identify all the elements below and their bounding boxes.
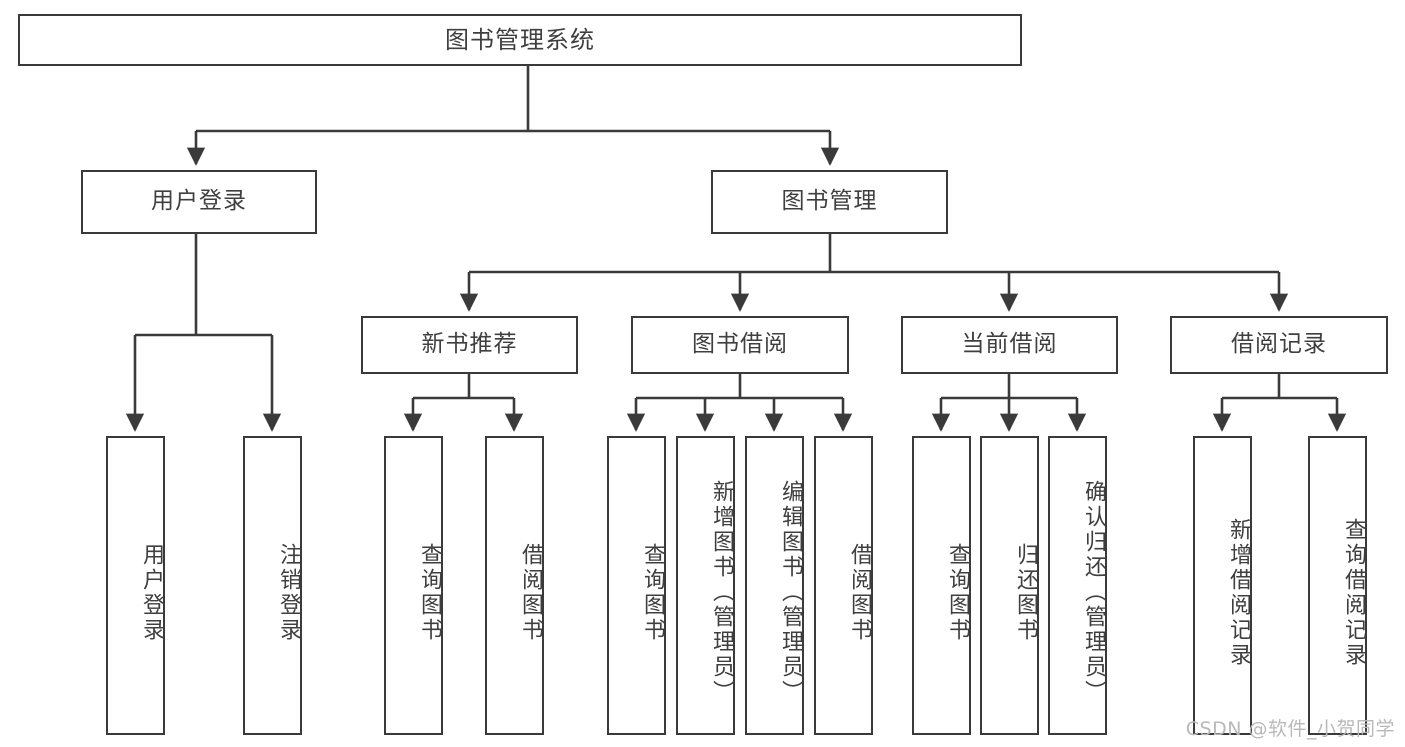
node-new-book-recommend-label: 新书推荐 — [421, 331, 518, 358]
node-leaf-user-login[interactable]: 用户登录 — [106, 436, 165, 735]
node-leaf-add-record[interactable]: 新增借阅记录 — [1193, 436, 1252, 735]
node-leaf-add-book-label: 新增图书（管理员） — [709, 480, 734, 705]
node-leaf-query-record-label: 查询借阅记录 — [1341, 517, 1366, 668]
node-leaf-return-book-label: 归还图书 — [1013, 542, 1038, 643]
node-leaf-user-login-label: 用户登录 — [139, 542, 164, 643]
watermark: CSDN @软件_小贺同学 — [1185, 718, 1395, 740]
node-borrow-record[interactable]: 借阅记录 — [1170, 316, 1388, 374]
node-leaf-add-record-label: 新增借阅记录 — [1226, 517, 1251, 668]
node-user-login[interactable]: 用户登录 — [81, 170, 317, 234]
node-leaf-borrow-book-1-label: 借阅图书 — [518, 542, 543, 643]
node-new-book-recommend[interactable]: 新书推荐 — [361, 316, 578, 374]
node-leaf-confirm-return[interactable]: 确认归还（管理员） — [1048, 436, 1107, 735]
node-leaf-edit-book[interactable]: 编辑图书（管理员） — [745, 436, 804, 735]
node-leaf-query-record[interactable]: 查询借阅记录 — [1308, 436, 1367, 735]
node-book-manage-label: 图书管理 — [781, 188, 878, 215]
node-book-borrow[interactable]: 图书借阅 — [631, 316, 849, 374]
node-leaf-return-book[interactable]: 归还图书 — [980, 436, 1039, 735]
node-leaf-query-book-3[interactable]: 查询图书 — [912, 436, 971, 735]
node-leaf-borrow-book-2-label: 借阅图书 — [847, 542, 872, 643]
node-leaf-edit-book-label: 编辑图书（管理员） — [778, 480, 803, 705]
node-leaf-query-book-1-label: 查询图书 — [417, 542, 442, 643]
node-borrow-record-label: 借阅记录 — [1231, 331, 1327, 358]
node-leaf-user-logout-label: 注销登录 — [276, 542, 301, 643]
node-leaf-query-book-2[interactable]: 查询图书 — [607, 436, 666, 735]
node-leaf-query-book-3-label: 查询图书 — [945, 542, 970, 643]
node-leaf-query-book-1[interactable]: 查询图书 — [384, 436, 443, 735]
node-leaf-add-book[interactable]: 新增图书（管理员） — [676, 436, 735, 735]
node-leaf-user-logout[interactable]: 注销登录 — [243, 436, 302, 735]
node-leaf-confirm-return-label: 确认归还（管理员） — [1081, 480, 1106, 705]
node-leaf-borrow-book-1[interactable]: 借阅图书 — [485, 436, 544, 735]
node-current-borrow[interactable]: 当前借阅 — [901, 316, 1118, 374]
node-leaf-query-book-2-label: 查询图书 — [640, 542, 665, 643]
node-user-login-label: 用户登录 — [151, 188, 247, 215]
node-book-borrow-label: 图书借阅 — [692, 331, 788, 358]
node-book-manage[interactable]: 图书管理 — [711, 170, 948, 234]
node-root[interactable]: 图书管理系统 — [18, 14, 1022, 66]
node-current-borrow-label: 当前借阅 — [961, 331, 1058, 358]
node-leaf-borrow-book-2[interactable]: 借阅图书 — [814, 436, 873, 735]
node-root-label: 图书管理系统 — [445, 25, 595, 54]
